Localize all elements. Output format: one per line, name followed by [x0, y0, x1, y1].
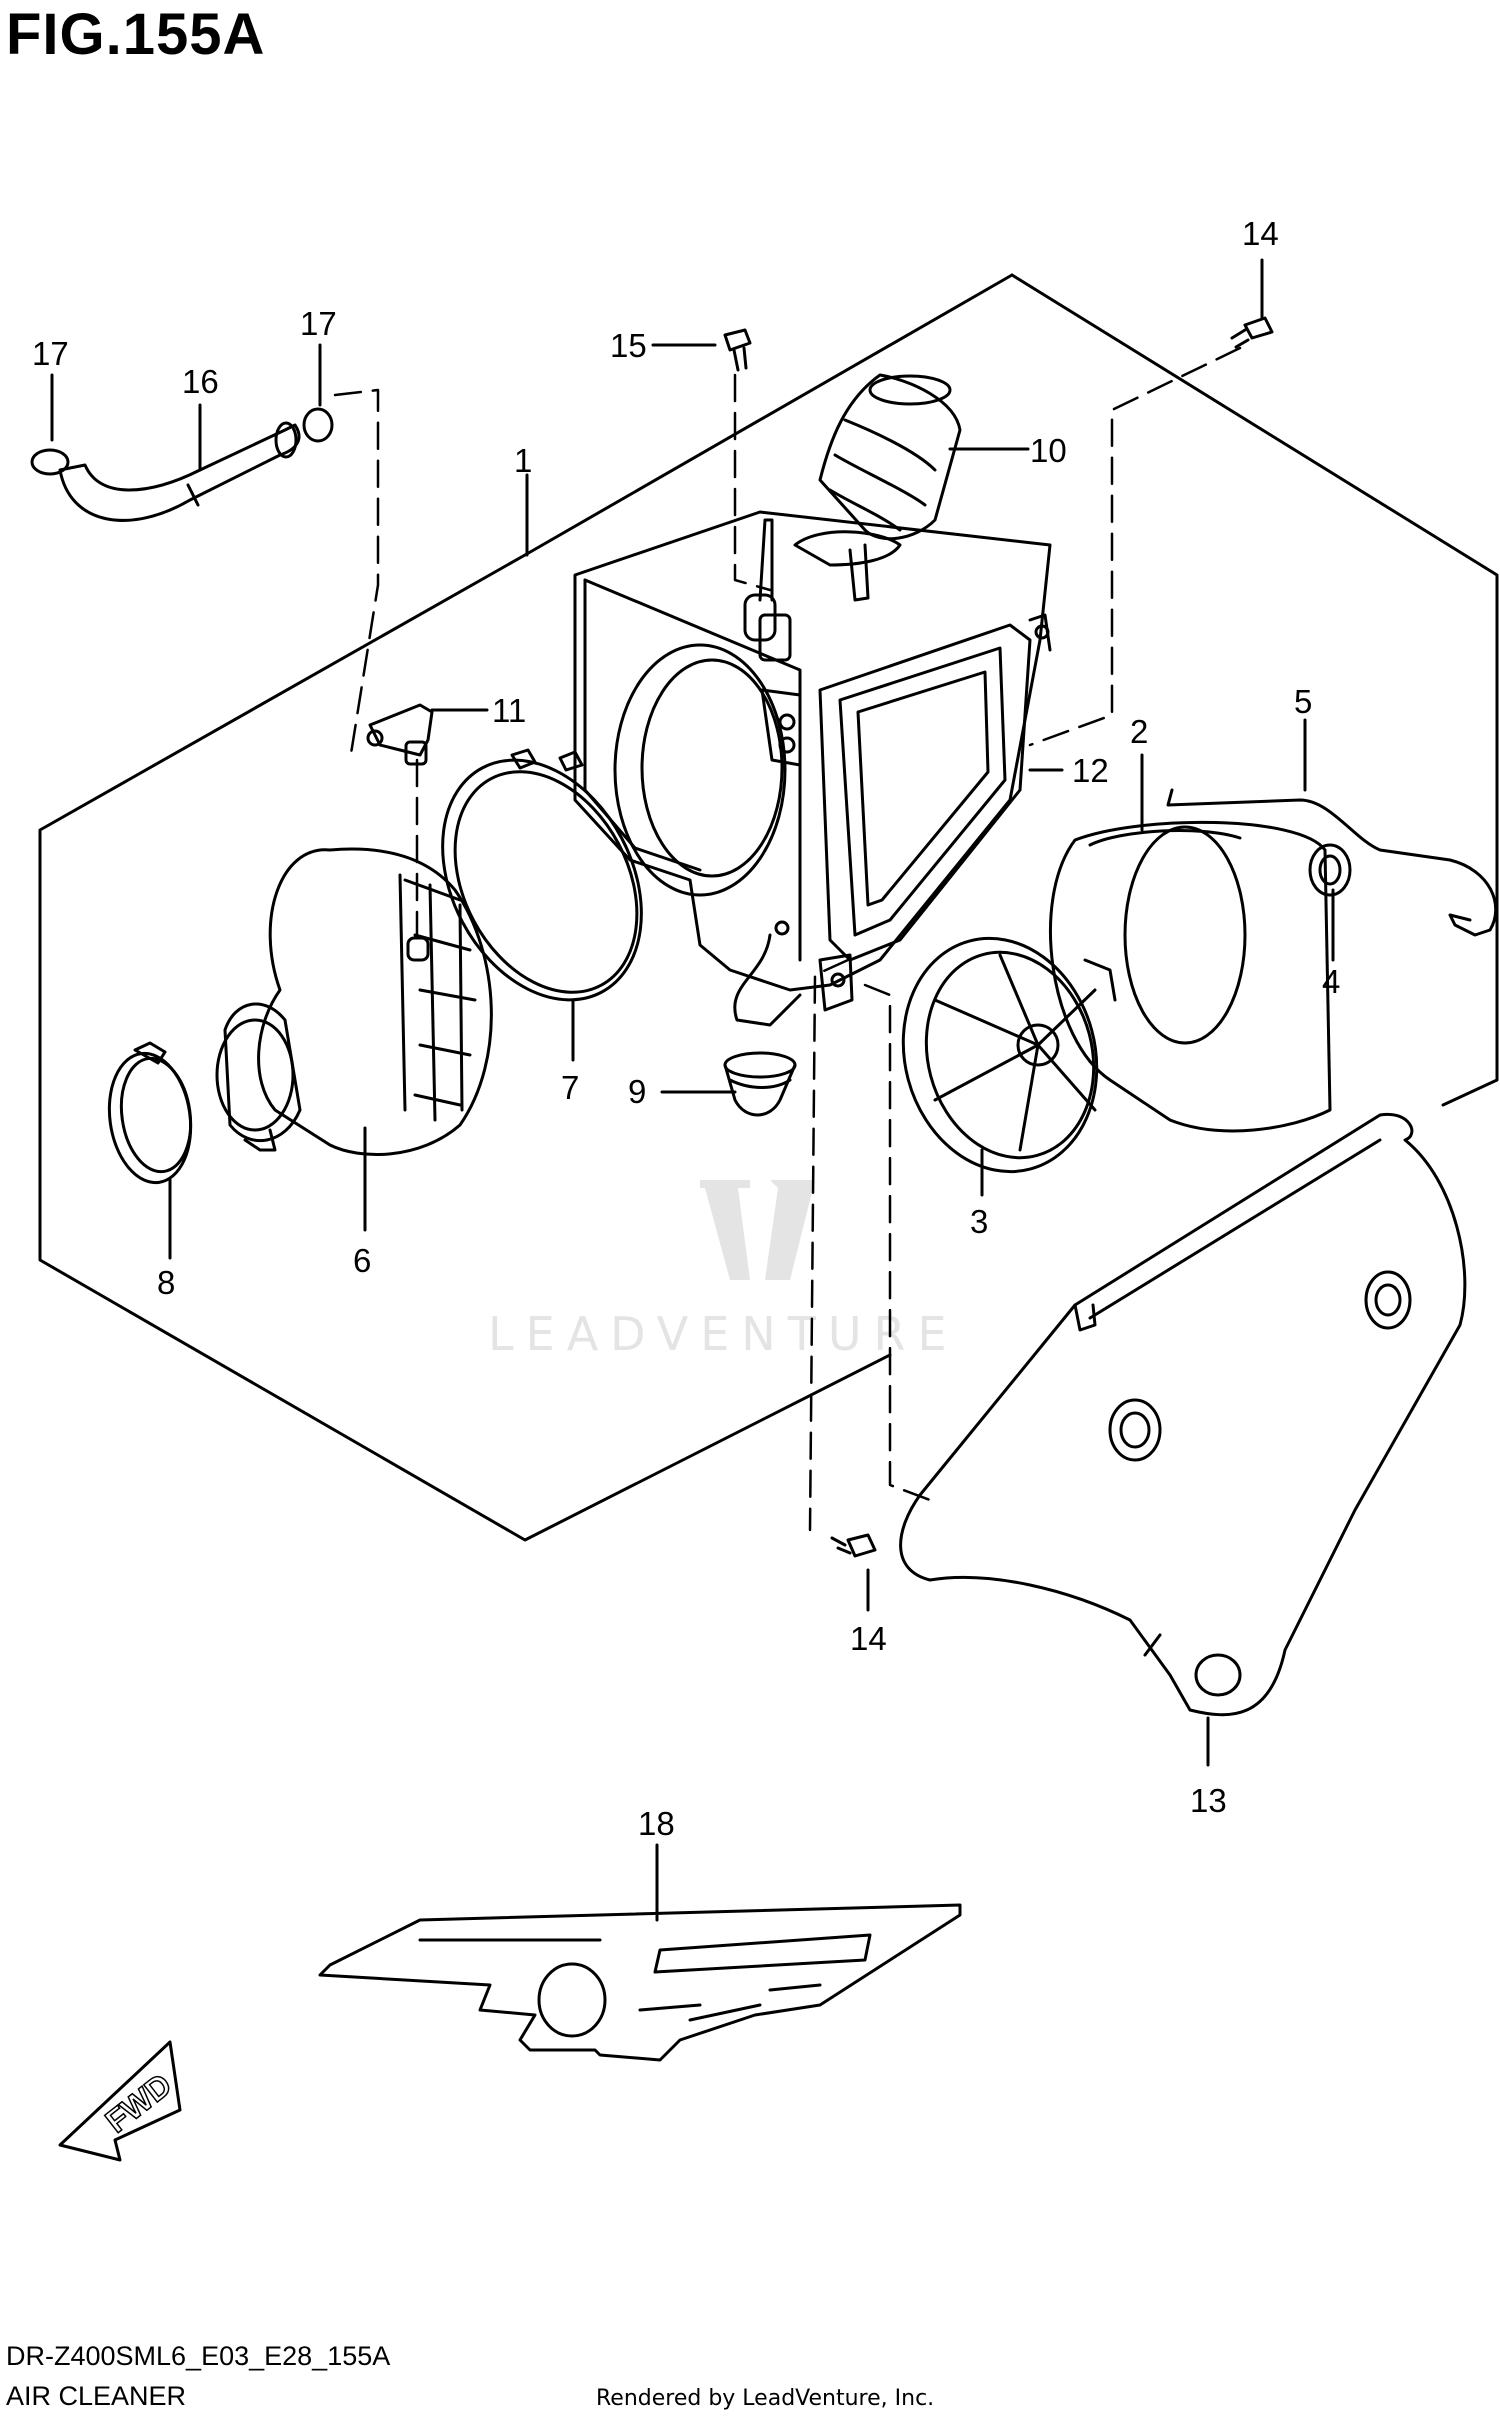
figure-title: FIG.155A — [6, 2, 266, 67]
callout-13: 13 — [1190, 1782, 1227, 1819]
assembly-boundary — [1010, 273, 1499, 1107]
part-8-hose-clamp — [107, 1041, 193, 1185]
part-17-clamp-right — [302, 407, 334, 443]
callout-16: 16 — [182, 363, 219, 400]
fwd-arrow-icon — [58, 2040, 182, 2162]
callout-12: 12 — [1072, 752, 1109, 789]
part-14-bolt-bottom — [830, 1533, 877, 1558]
callout-17-left: 17 — [32, 335, 69, 372]
callout-18: 18 — [638, 1805, 675, 1842]
dash-line-bolt-15 — [733, 373, 772, 592]
callout-11: 11 — [492, 692, 526, 729]
dash-line-bolt-14-top — [1028, 346, 1242, 747]
part-4-seal-washer — [1308, 843, 1352, 897]
callout-6: 6 — [353, 1242, 371, 1279]
section-name: AIR CLEANER — [6, 2381, 187, 2411]
part-9-grommet — [723, 1051, 797, 1117]
assembly-boundary-left — [38, 553, 892, 1542]
callout-14-bottom: 14 — [850, 1620, 887, 1657]
callout-10: 10 — [1030, 432, 1067, 469]
dash-line-bolt-14-bottom — [808, 958, 850, 1532]
part-11-fitting — [366, 703, 434, 766]
part-10-intake-funnel — [793, 373, 962, 567]
callout-3: 3 — [970, 1203, 988, 1240]
callout-4: 4 — [1322, 963, 1340, 1000]
part-17-clamp-left — [30, 448, 70, 476]
callout-14-top: 14 — [1242, 215, 1279, 252]
assembly-boundary-top — [523, 273, 1014, 557]
dash-line-cover — [863, 983, 932, 1502]
part-16-hose-end — [274, 421, 298, 459]
callout-9: 9 — [628, 1073, 646, 1110]
callout-17-right: 17 — [300, 305, 337, 342]
part-15-bolt — [723, 328, 752, 372]
part-1-air-cleaner-case — [573, 510, 1052, 1027]
part-2-filter-element — [1049, 820, 1332, 1133]
callout-15: 15 — [610, 327, 647, 364]
part-14-bolt-top — [1230, 316, 1274, 349]
callout-7: 7 — [561, 1069, 579, 1106]
callout-1: 1 — [514, 442, 532, 479]
model-code: DR-Z400SML6_E03_E28_155A — [6, 2341, 391, 2371]
part-13-side-cover — [899, 1112, 1467, 1717]
dash-line-hose — [333, 388, 380, 762]
part-18-decal — [318, 1903, 962, 2062]
part-6-inlet-duct — [215, 847, 493, 1157]
render-credit: Rendered by LeadVenture, Inc. — [596, 2386, 935, 2411]
callout-5: 5 — [1294, 683, 1312, 720]
part-16-hose-join — [186, 483, 200, 507]
part-3-filter-cage — [901, 936, 1117, 1174]
leadventure-watermark: LEADVENTURE — [488, 1180, 959, 1361]
part-16-breather-hose — [58, 423, 301, 522]
watermark-logo-icon — [700, 1180, 815, 1280]
part-5-wire-clip — [1166, 788, 1498, 937]
callout-8: 8 — [157, 1264, 175, 1301]
callout-2: 2 — [1130, 713, 1148, 750]
watermark-text: LEADVENTURE — [488, 1307, 959, 1361]
